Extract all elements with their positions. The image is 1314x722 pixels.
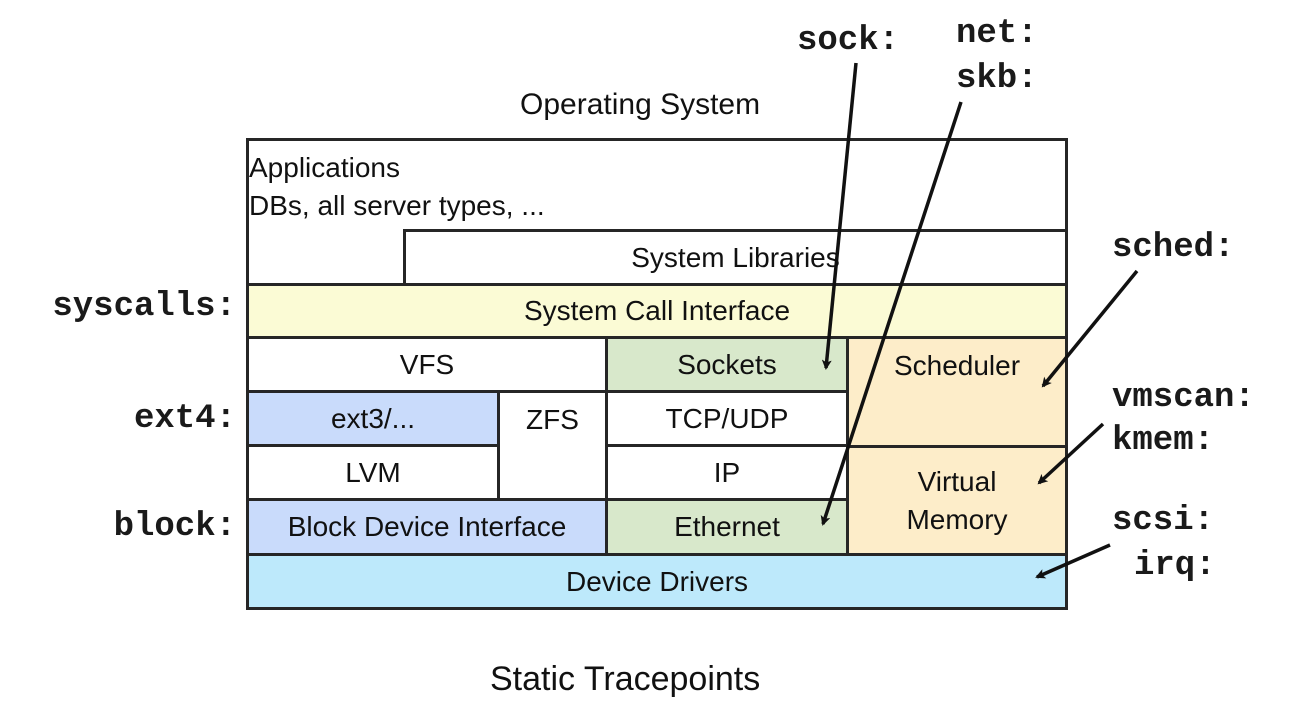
tracepoint-kmem: kmem: <box>1112 422 1215 460</box>
applications-label: Applications <box>249 152 400 183</box>
tracepoint-syscalls: syscalls: <box>52 288 236 326</box>
ext3-label: ext3/... <box>330 402 416 434</box>
diagram-title: Operating System <box>520 88 761 121</box>
layer-ethernet: Ethernet <box>605 498 849 556</box>
ip-label: IP <box>713 456 741 488</box>
layer-ip: IP <box>605 444 849 501</box>
layer-vfs: VFS <box>246 336 608 393</box>
layer-block-device-interface: Block Device Interface <box>246 498 608 556</box>
layer-sockets: Sockets <box>605 336 849 393</box>
tracepoint-irq: irq: <box>1134 547 1216 585</box>
tracepoint-skb: skb: <box>956 60 1038 98</box>
device-drivers-label: Device Drivers <box>565 565 749 597</box>
scheduler-label: Scheduler <box>893 350 1021 381</box>
block-device-interface-label: Block Device Interface <box>287 511 567 542</box>
tracepoint-vmscan: vmscan: <box>1112 379 1255 417</box>
system-libraries-label: System Libraries <box>631 241 840 273</box>
layer-device-drivers: Device Drivers <box>246 553 1068 610</box>
virtual-memory-label-line1: Virtual <box>917 465 997 497</box>
layer-system-call-interface: System Call Interface <box>246 283 1068 339</box>
lvm-label: LVM <box>345 456 401 488</box>
tracepoint-net: net: <box>956 15 1038 53</box>
tracepoint-block: block: <box>113 508 236 546</box>
sockets-label: Sockets <box>677 348 777 380</box>
tracepoint-sched: sched: <box>1112 229 1235 267</box>
layer-scheduler: Scheduler <box>846 336 1068 448</box>
virtual-memory-label-line2: Memory <box>906 503 1008 535</box>
zfs-label: ZFS <box>526 404 579 435</box>
system-call-interface-label: System Call Interface <box>523 295 791 326</box>
layer-system-libraries: System Libraries <box>403 229 1068 286</box>
ethernet-label: Ethernet <box>674 511 780 542</box>
layer-zfs: ZFS <box>497 390 608 501</box>
tcp-udp-label: TCP/UDP <box>665 402 789 434</box>
tracepoint-ext4: ext4: <box>133 400 236 438</box>
vfs-label: VFS <box>399 348 455 380</box>
tracepoint-sock: sock: <box>797 22 900 60</box>
layer-lvm: LVM <box>246 444 500 501</box>
tracepoint-scsi: scsi: <box>1112 502 1215 540</box>
applications-sublabel: DBs, all server types, ... <box>249 190 545 221</box>
diagram-caption: Static Tracepoints <box>490 660 761 698</box>
layer-tcp-udp: TCP/UDP <box>605 390 849 447</box>
layer-ext3: ext3/... <box>246 390 500 447</box>
layer-virtual-memory: Virtual Memory <box>846 445 1068 556</box>
